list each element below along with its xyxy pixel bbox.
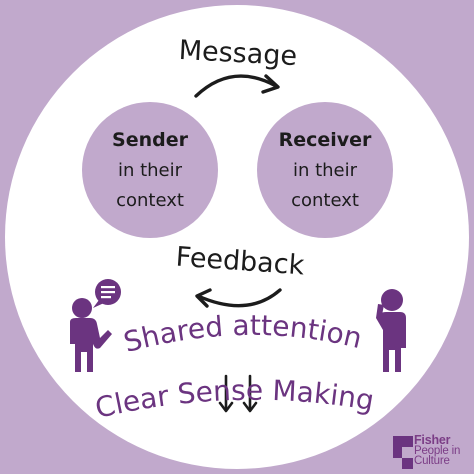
arrow-right-icon: [194, 74, 280, 98]
receiver-line3: context: [291, 190, 359, 211]
brand-logo-icon: [393, 436, 413, 469]
brand-name-line1: Fisher: [414, 433, 451, 447]
speech-bubble-icon: [93, 279, 121, 308]
brand-name: Fisher People in Culture: [414, 433, 461, 467]
double-down-arrow-icon: [218, 374, 258, 413]
receiver-line2: in their: [293, 160, 358, 181]
sender-line2: in their: [118, 160, 183, 181]
sender-node: [82, 102, 218, 238]
brand-name-line2: People in: [414, 444, 461, 457]
brand-name-line3: Culture: [414, 455, 450, 467]
person-speaking-icon: [70, 298, 112, 372]
person-thinking-icon: [376, 289, 406, 372]
brand: Fisher People in Culture: [392, 433, 468, 471]
arrow-left-icon: [195, 288, 282, 308]
receiver-node: [257, 102, 393, 238]
message-label: Message: [178, 35, 298, 72]
sender-line3: context: [116, 190, 184, 211]
sender-title: Sender: [112, 129, 189, 151]
receiver-title: Receiver: [279, 129, 372, 151]
